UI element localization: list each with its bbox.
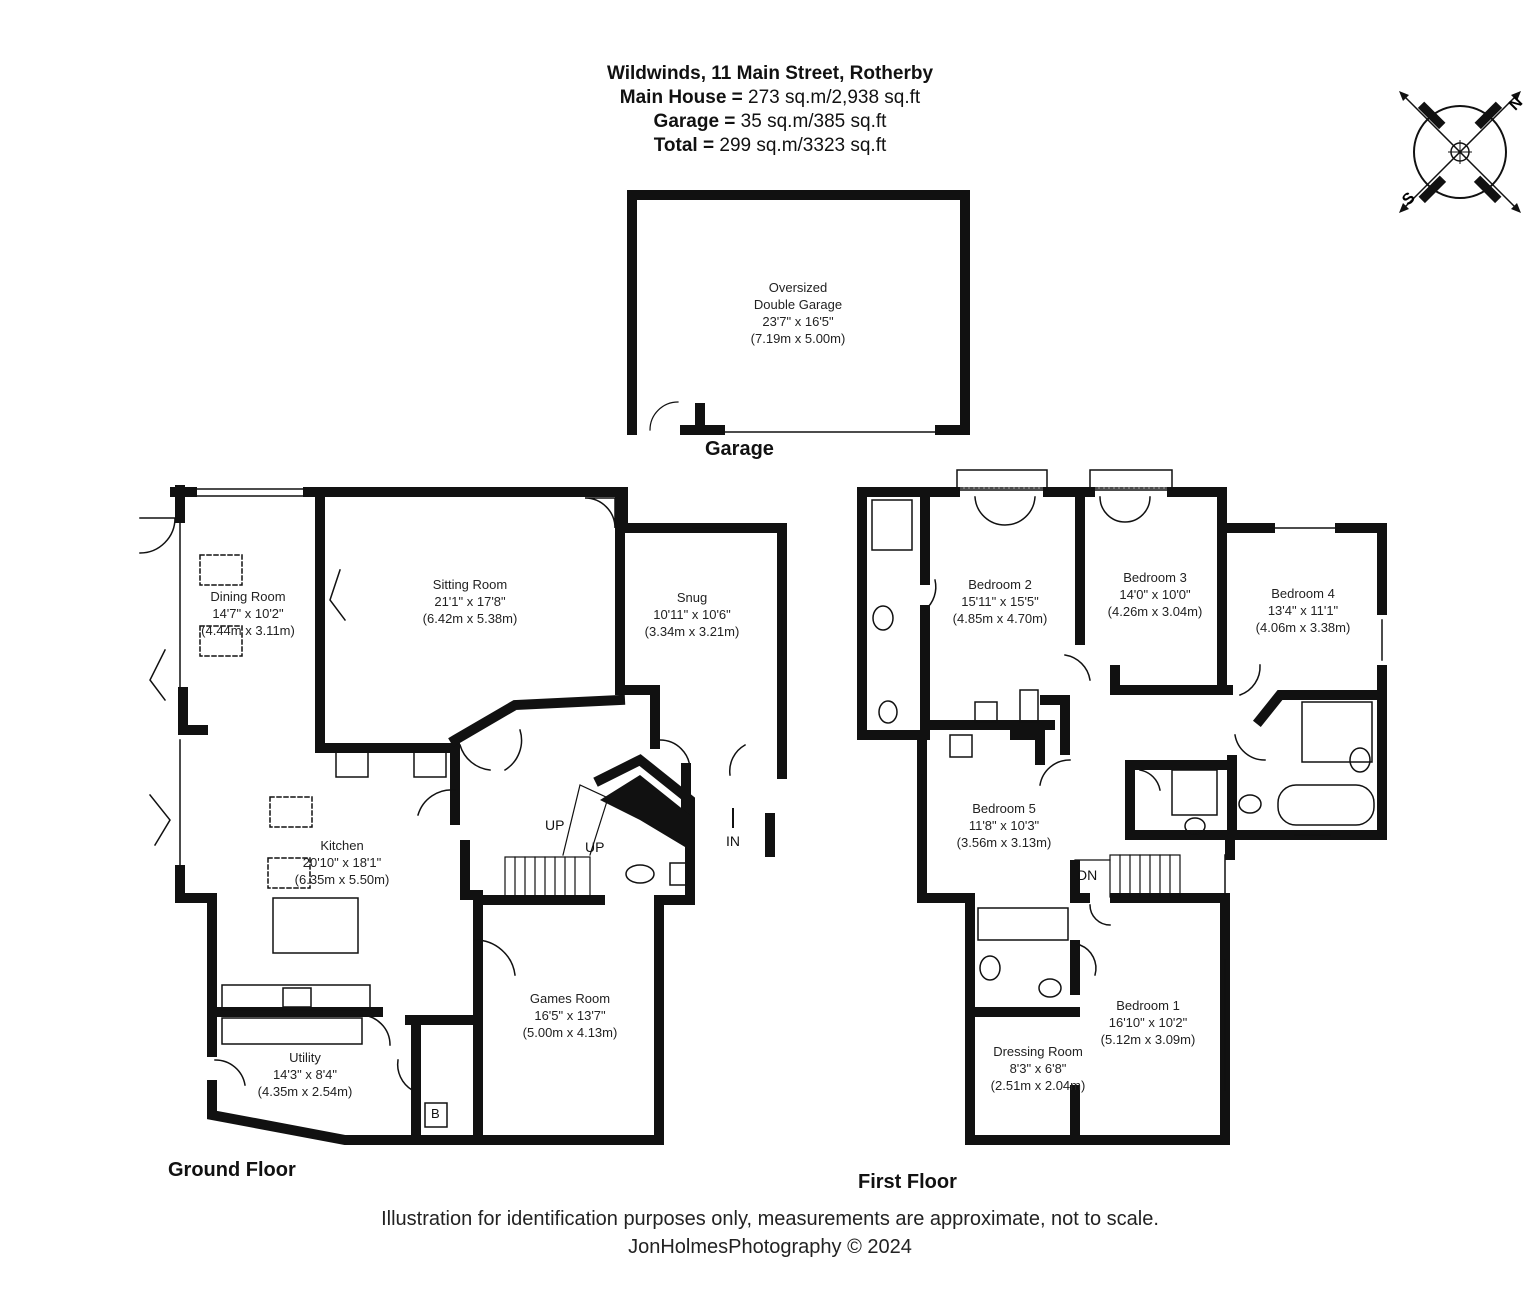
room-label-garage: Oversized Double Garage 23'7" x 16'5" (7… <box>750 280 846 346</box>
entrance-label: IN <box>726 833 740 849</box>
garage-walls <box>627 190 970 435</box>
stairs-up-label-1: UP <box>545 817 565 833</box>
plan-header: Wildwinds, 11 Main Street, Rotherby Main… <box>0 62 1540 158</box>
floor-label-ground: Ground Floor <box>168 1159 296 1181</box>
floor-label-first: First Floor <box>858 1171 957 1193</box>
stairs-up-label-2: UP <box>585 839 605 855</box>
main-house-area: Main House = 273 sq.m/2,938 sq.ft <box>619 87 921 108</box>
ground-floor-walls <box>170 485 787 1145</box>
boiler-label: B <box>431 1106 440 1121</box>
plan-footer: Illustration for identification purposes… <box>0 1205 1540 1261</box>
disclaimer-text: Illustration for identification purposes… <box>381 1208 1159 1230</box>
first-floor-stairs <box>1074 854 1181 898</box>
credit-text: JonHolmesPhotography © 2024 <box>628 1236 912 1258</box>
compass-icon: N S <box>1399 91 1526 213</box>
garage-area: Garage = 35 sq.m/385 sq.ft <box>653 111 887 132</box>
floor-label-garage: Garage <box>705 438 774 460</box>
total-area: Total = 299 sq.m/3323 sq.ft <box>653 135 887 156</box>
stairs-down-label: DN <box>1077 867 1098 883</box>
address-title: Wildwinds, 11 Main Street, Rotherby <box>606 63 934 84</box>
ground-stairs <box>504 784 609 898</box>
entrance-arrow-icon <box>732 808 734 828</box>
